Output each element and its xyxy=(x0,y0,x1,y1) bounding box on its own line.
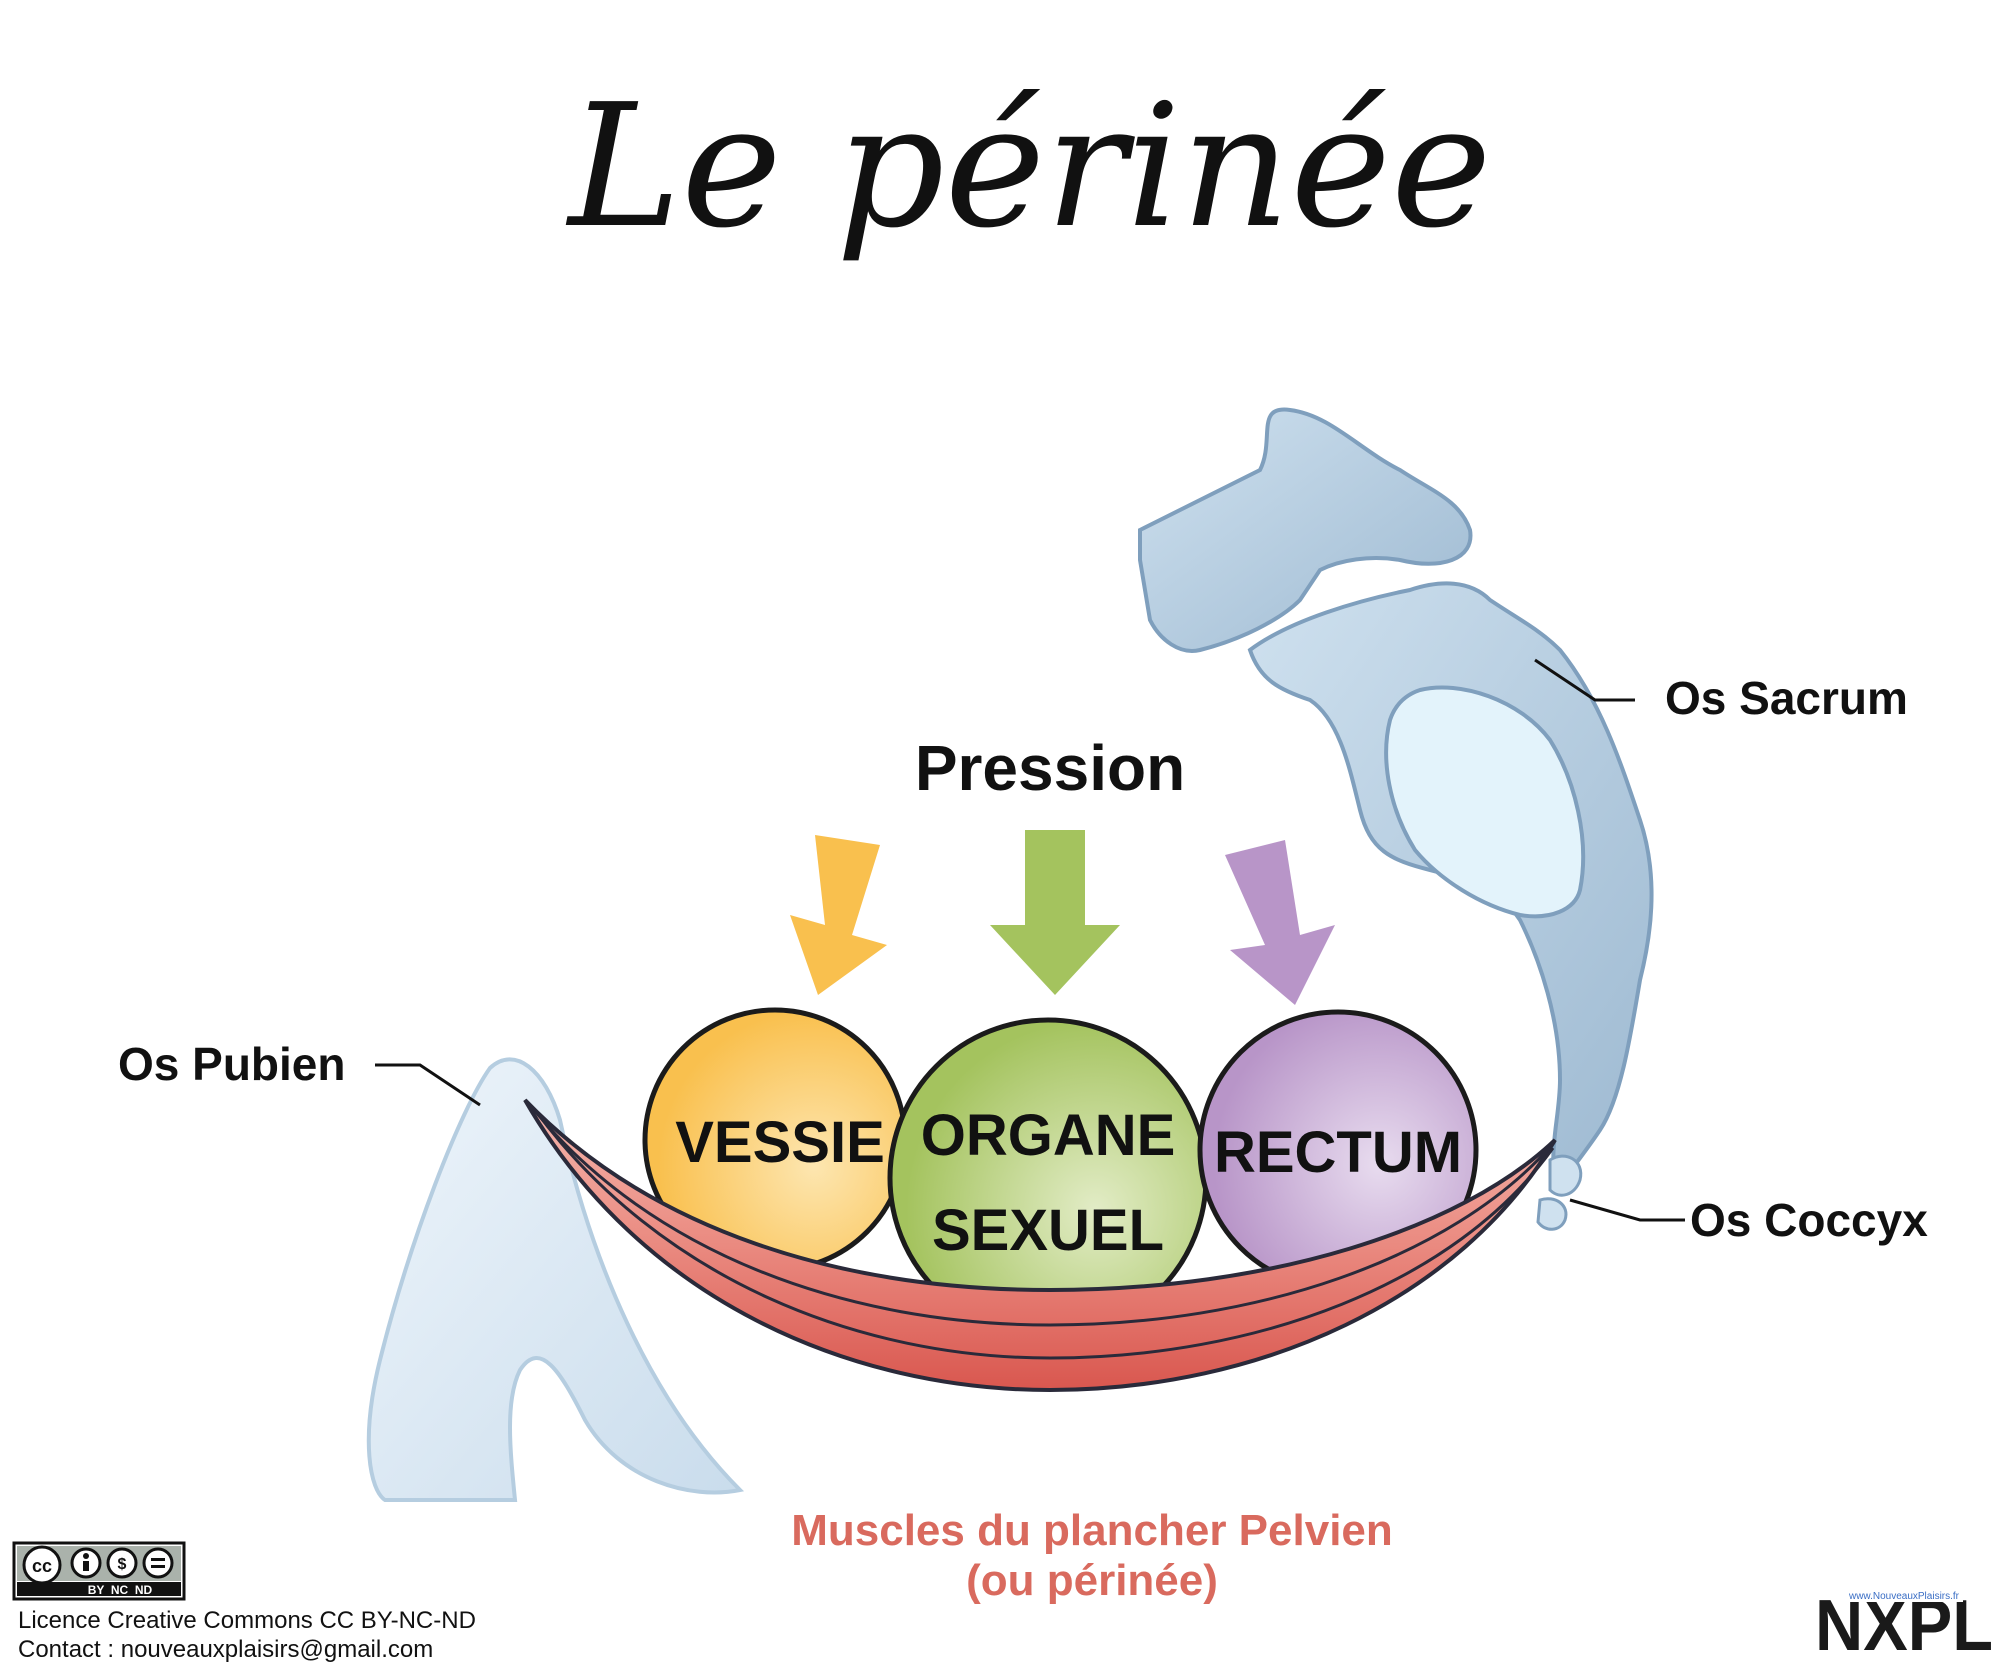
pressure-label: Pression xyxy=(915,732,1185,804)
contact-text: Contact : nouveauxplaisirs@gmail.com xyxy=(18,1636,433,1663)
rectum-pressure-arrow xyxy=(1225,840,1335,1005)
cc-badge-text: BY NC ND xyxy=(88,1583,153,1597)
sex-organ-label-line2: SEXUEL xyxy=(932,1198,1164,1263)
svg-text:cc: cc xyxy=(32,1556,52,1576)
nd-icon xyxy=(142,1547,174,1579)
sex-organ-label-line1: ORGANE xyxy=(921,1103,1176,1168)
sacrum-bone-label: Os Sacrum xyxy=(1665,672,1908,724)
bladder-label: VESSIE xyxy=(675,1110,885,1175)
sex-organ-pressure-arrow xyxy=(990,830,1120,995)
nc-icon xyxy=(106,1547,138,1579)
sacrum-bone xyxy=(1138,407,1654,1231)
license-text: Licence Creative Commons CC BY-NC-ND xyxy=(18,1607,476,1634)
pelvic-floor-muscle xyxy=(523,1098,1557,1393)
coccyx-bone-label: Os Coccyx xyxy=(1690,1194,1928,1246)
nxpl-logo: NXPL www.NouveauxPlaisirs.fr xyxy=(1815,1586,1993,1666)
rectum-label: RECTUM xyxy=(1214,1120,1462,1185)
sacrum-leader-line xyxy=(1534,658,1635,702)
svg-text:$: $ xyxy=(118,1556,127,1573)
muscle-caption-line2: (ou périnée) xyxy=(966,1556,1218,1605)
nxpl-logo-url: www.NouveauxPlaisirs.fr xyxy=(1848,1591,1960,1602)
sex-organ-sphere: ORGANE SEXUEL xyxy=(887,1017,1209,1339)
pubic-bone xyxy=(366,1057,745,1502)
pubic-bone-label: Os Pubien xyxy=(118,1038,345,1090)
muscle-caption-line1: Muscles du plancher Pelvien xyxy=(791,1506,1393,1555)
page-title: Le périnée xyxy=(565,68,1491,266)
rectum-sphere: RECTUM xyxy=(1197,1009,1479,1291)
pubic-leader-line xyxy=(375,1063,481,1107)
coccyx-leader-line xyxy=(1569,1198,1685,1222)
cc-license-badge: cc $ BY NC ND xyxy=(12,1541,186,1601)
bladder-pressure-arrow xyxy=(790,835,887,995)
